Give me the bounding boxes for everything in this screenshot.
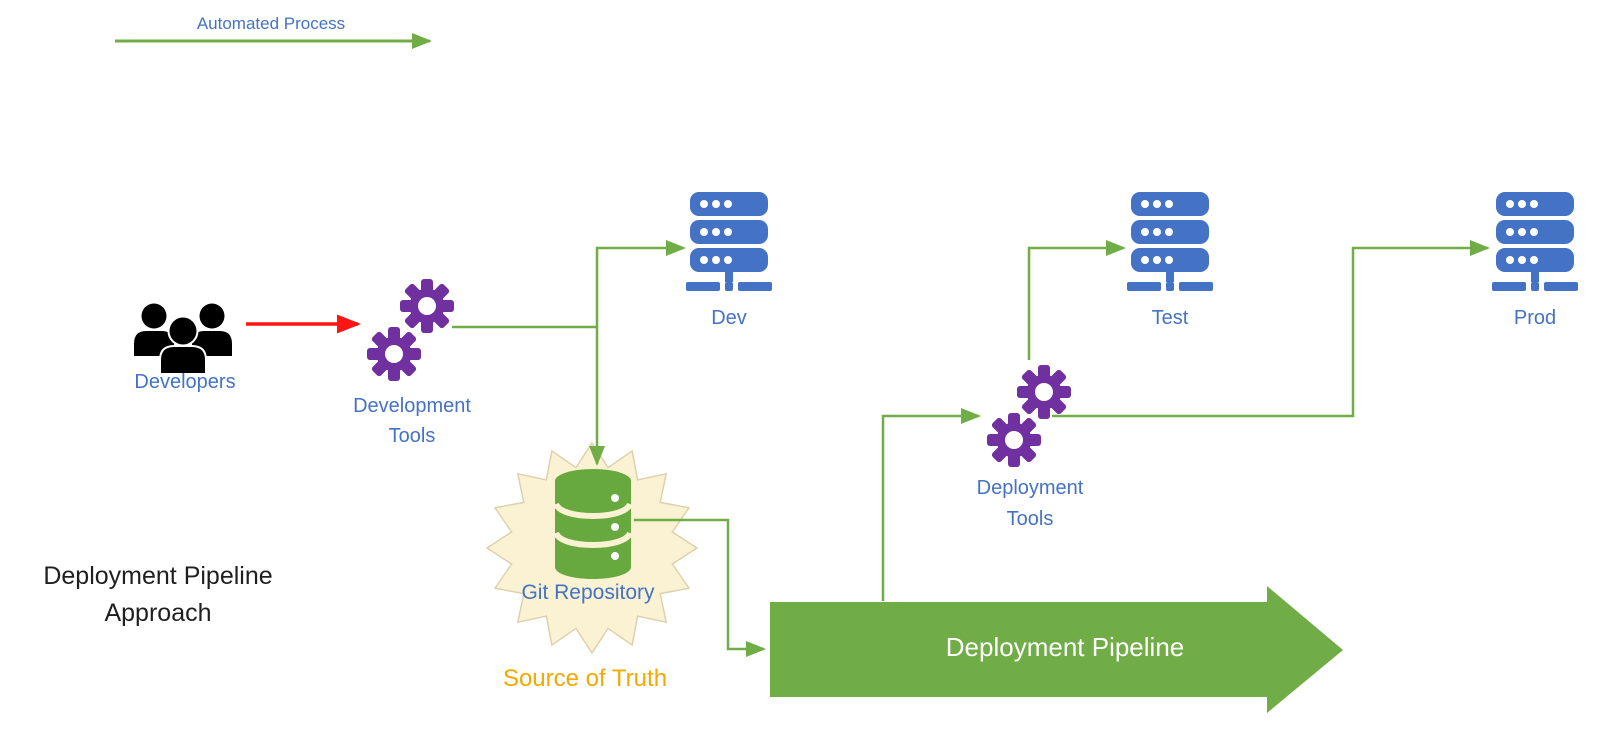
edge-pipeline-deploytools [881, 408, 981, 601]
edge-deploytools-prod [1052, 240, 1490, 418]
deployment-tools-label-line1: Deployment [976, 477, 1084, 499]
git-repository-label: Git Repository [521, 581, 655, 604]
prod-label: Prod [1513, 307, 1557, 329]
dev-server-icon [682, 192, 776, 296]
prod-server-icon [1488, 192, 1582, 296]
edge-git-pipeline [634, 518, 766, 657]
legend-label: Automated Process [196, 14, 346, 33]
development-tools-label-line1: Development [353, 395, 471, 417]
deployment-tools-gears-icon [980, 358, 1076, 468]
page-title: Deployment Pipeline Approach [43, 558, 272, 632]
deployment-tools-label: Deployment Tools [977, 473, 1084, 535]
people-icon [128, 291, 238, 376]
source-of-truth-label: Source of Truth [502, 665, 668, 692]
deployment-pipeline-label: Deployment Pipeline [945, 632, 1185, 662]
page-title-line2: Approach [104, 599, 212, 627]
deployment-tools-label-line2: Tools [1006, 508, 1054, 530]
test-label: Test [1151, 307, 1189, 329]
page-title-line1: Deployment Pipeline [43, 562, 273, 590]
development-tools-gears-icon [358, 272, 454, 382]
development-tools-label-line2: Tools [388, 425, 436, 447]
edge-deploytools-test [1027, 240, 1126, 360]
test-server-icon [1123, 192, 1217, 296]
dev-label: Dev [711, 307, 747, 329]
deployment-pipeline-shape [770, 586, 1343, 713]
development-tools-label: Development Tools [353, 391, 471, 451]
database-icon [553, 468, 633, 580]
edge-devtools-dev [595, 240, 686, 327]
developers-label: Developers [134, 371, 236, 393]
